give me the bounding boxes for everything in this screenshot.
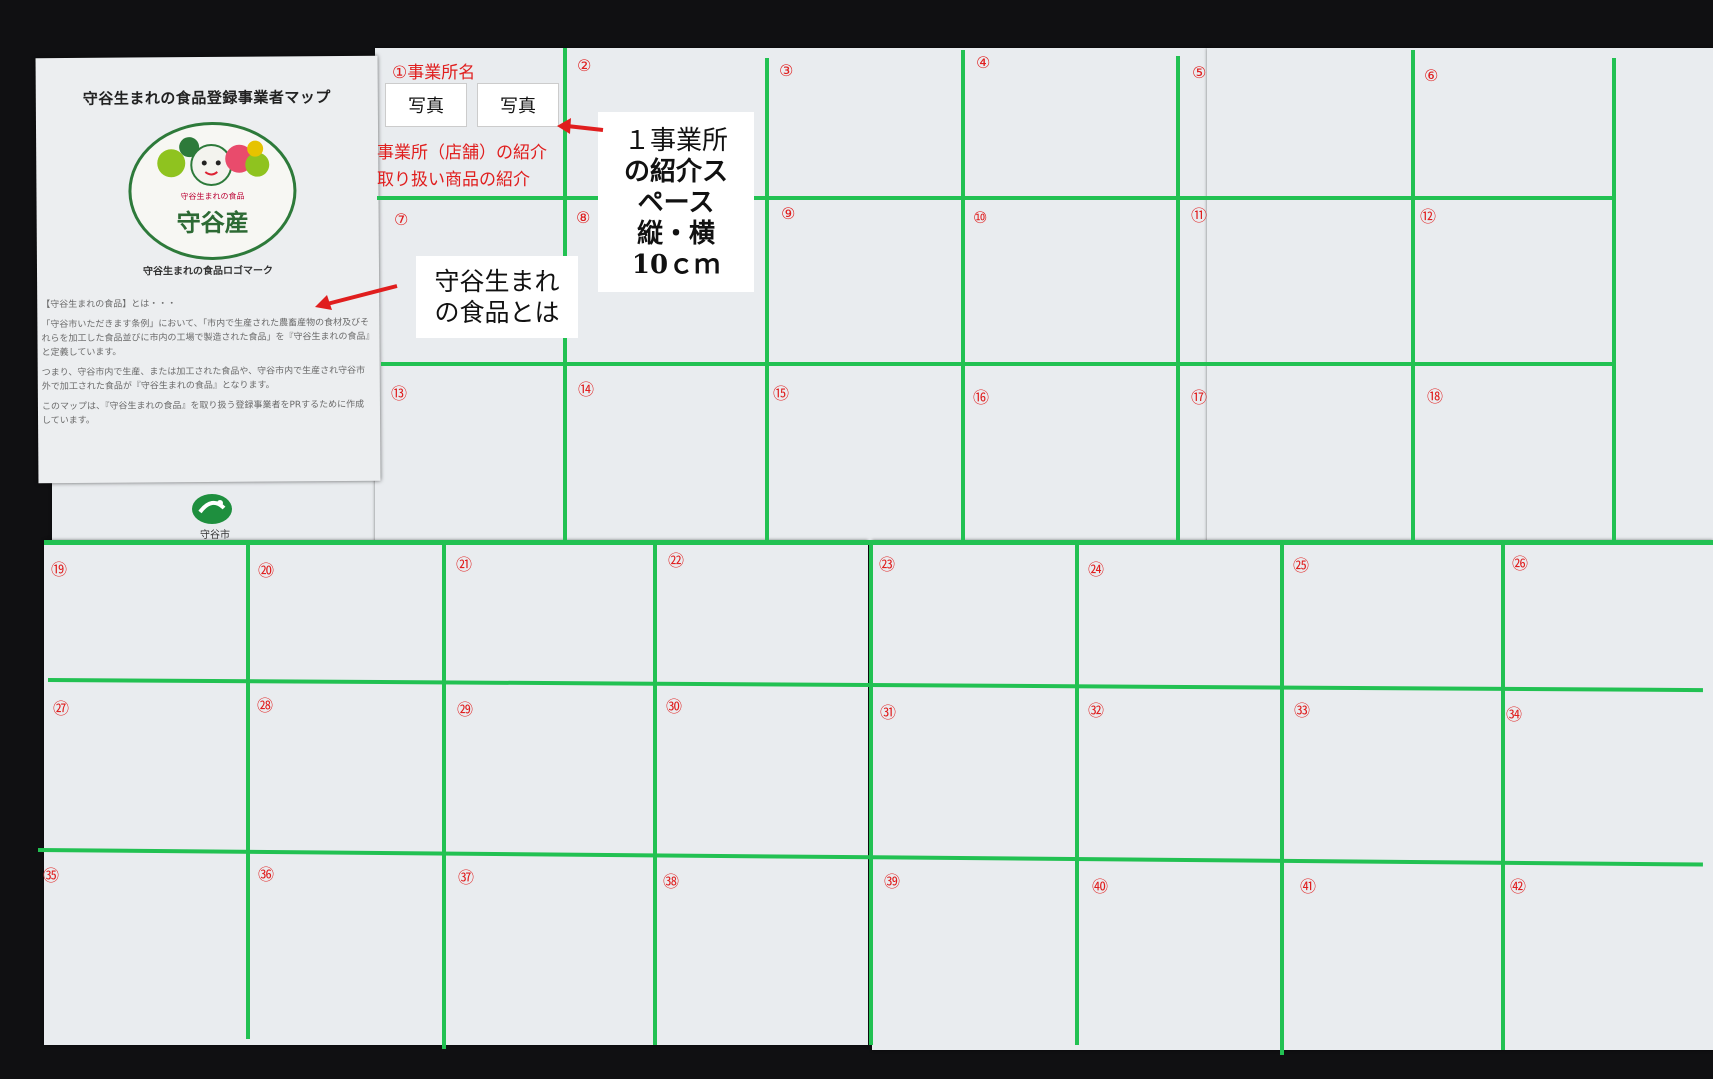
callout-line: の紹介ス — [623, 157, 728, 187]
paper-sheet-bottom-left — [44, 540, 868, 1045]
cell-number: ⑭ — [578, 380, 595, 399]
grid-line — [1280, 542, 1284, 1055]
cell-number: ㉝ — [1294, 701, 1311, 720]
cover-title: 守谷生まれの食品登録事業者マップ — [82, 88, 331, 108]
photo-placeholder: 写真 — [385, 83, 467, 127]
cell-number: ㉑ — [456, 555, 473, 574]
cover-body-paragraph: 「守谷市いただきます条例」において、「市内で生産された農畜産物の食材及びそれらを… — [41, 317, 371, 359]
cell-number: ㉕ — [1293, 556, 1310, 575]
callout-line: ペース — [637, 188, 715, 218]
cell-number: ㉟ — [43, 866, 60, 885]
food-definition-callout: 守谷生まれ の食品とは — [416, 256, 578, 338]
cell-number: ㊳ — [663, 872, 680, 891]
cell-number: ⑯ — [973, 388, 990, 407]
cell-number: ㉖ — [1512, 554, 1529, 573]
grid-line — [377, 196, 1614, 200]
grid-line — [1411, 50, 1415, 542]
grid-line — [381, 362, 1614, 366]
cell-number: ⑲ — [51, 560, 68, 579]
moriya-food-logo: 守谷生まれの食品 守谷産 — [127, 121, 297, 261]
cell-number: ㉙ — [457, 700, 474, 719]
cell-number: ⑦ — [394, 210, 409, 229]
cell-number: ㉔ — [1088, 560, 1105, 579]
photo-placeholder: 写真 — [477, 83, 559, 127]
grid-line — [1612, 58, 1616, 542]
arrow-left-icon — [557, 118, 604, 134]
cell-number: ㉓ — [879, 555, 896, 574]
callout-line: 10ｃｍ — [631, 250, 721, 280]
grid-line — [765, 58, 769, 542]
cell-number: ⑩ — [973, 208, 988, 227]
cell-number: ⑮ — [773, 384, 790, 403]
cell-number: ⑰ — [1191, 388, 1208, 407]
callout-line: 守谷生まれ — [434, 267, 560, 296]
cell-number: ⑨ — [781, 204, 796, 223]
cell-number: ㉗ — [53, 699, 70, 718]
cell-number: ⑳ — [258, 561, 275, 580]
cell-number: ⑤ — [1192, 63, 1207, 82]
cover-body-text: 【守谷生まれの食品】とは・・・ 「守谷市いただきます条例」において、「市内で生産… — [41, 296, 372, 434]
arrow-left-icon — [315, 284, 398, 310]
grid-line — [961, 50, 965, 542]
grid-line — [442, 542, 446, 1049]
grid-line — [246, 542, 250, 1039]
cell-number: ㊶ — [1300, 877, 1317, 896]
cell-number: ⑧ — [576, 208, 591, 227]
cell-number: ③ — [779, 61, 794, 80]
logo-caption: 守谷生まれの食品ロゴマーク — [142, 265, 274, 278]
callout-line: 縦・横 — [636, 219, 715, 249]
cell-number: ㉚ — [666, 697, 683, 716]
logo-small-text: 守谷生まれの食品 — [180, 191, 245, 202]
cell-number: ㉞ — [1506, 705, 1523, 724]
grid-line — [1501, 542, 1505, 1050]
paper-sheet-top-right — [1207, 48, 1713, 543]
office-name-label: ①事業所名 — [392, 63, 476, 83]
cell-number: ⑪ — [1191, 206, 1208, 225]
cell-number: ㊵ — [1092, 877, 1109, 896]
cell-number: ㊴ — [884, 872, 901, 891]
cell-number: ㊲ — [458, 868, 475, 887]
cell-number: ㉒ — [668, 551, 685, 570]
grid-line — [653, 542, 657, 1045]
cell-number: ⑫ — [1420, 207, 1437, 226]
grid-line — [1176, 56, 1180, 542]
cell-number: ㊱ — [258, 865, 275, 884]
cell-number: ㉜ — [1088, 701, 1105, 720]
cell-number: ⑥ — [1424, 66, 1439, 85]
cover-body-paragraph: このマップは、『守谷生まれの食品』を取り扱う登録事業者をPRするために作成してい… — [41, 399, 365, 427]
cover-body-paragraph: つまり、守谷市内で生産、または加工された食品や、守谷市内で生産され守谷市外で加工… — [41, 365, 366, 393]
cell-number: ④ — [976, 53, 991, 72]
cell-number: ㉛ — [880, 703, 897, 722]
cell-number: ⑬ — [391, 384, 408, 403]
grid-line — [44, 540, 1713, 545]
paper-sheet-bottom-right — [872, 540, 1713, 1050]
cell-number: ㉘ — [257, 696, 274, 715]
callout-line: １事業所 — [623, 126, 728, 156]
cell-number: ㊷ — [1510, 877, 1527, 896]
office-intro-label: 事業所（店舗）の紹介 — [377, 143, 547, 163]
cell-number: ② — [577, 56, 592, 75]
space-size-callout: １事業所 の紹介ス ペース 縦・横 10ｃｍ — [598, 112, 754, 292]
grid-line — [869, 542, 873, 1045]
product-intro-label: 取り扱い商品の紹介 — [377, 170, 530, 190]
logo-mascot-icon — [157, 137, 270, 186]
callout-line: の食品とは — [434, 298, 560, 327]
logo-main-text: 守谷産 — [176, 207, 249, 238]
cell-number: ⑱ — [1427, 387, 1444, 406]
city-name: 守谷市 — [200, 530, 230, 541]
cover-leaflet: 守谷生まれの食品登録事業者マップ 守谷生まれの食品 守谷産 守谷生まれの食品ロゴ… — [35, 55, 381, 484]
grid-line — [1075, 542, 1079, 1045]
city-emblem-icon — [192, 494, 232, 524]
